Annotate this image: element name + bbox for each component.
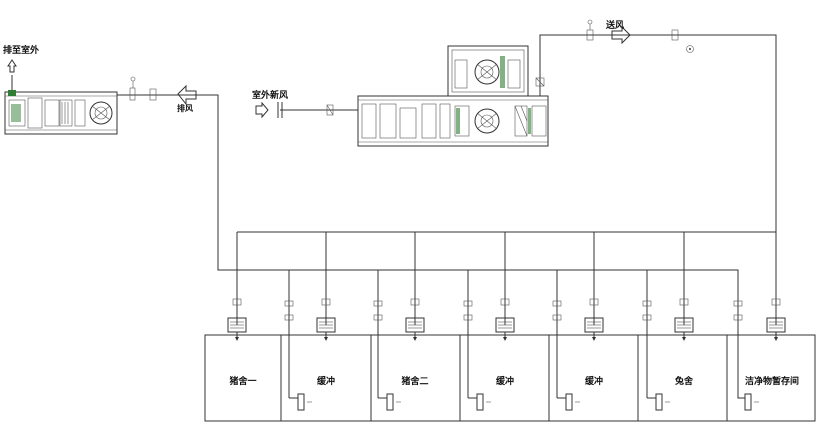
supply-diffusers <box>227 317 786 341</box>
return-branches <box>288 270 648 398</box>
room-label-pig2: 猪舍二 <box>400 375 428 387</box>
supply-air-duct <box>535 19 777 325</box>
room-label-buffer1: 缓冲 <box>317 375 335 387</box>
fresh-air-arrow-icon <box>255 101 269 119</box>
supply-dampers <box>232 298 781 306</box>
room-label-buffer2: 缓冲 <box>496 375 514 387</box>
return-air-label: 排风 <box>177 103 193 113</box>
fresh-air-intake-duct <box>277 102 358 118</box>
room-outline <box>204 334 816 422</box>
return-air-duct <box>117 76 739 325</box>
room-label-clean-storage: 洁净物暂存间 <box>745 375 799 387</box>
exhaust-outdoor-label: 排至室外 <box>3 44 39 56</box>
supply-air-arrow-icon <box>611 25 631 45</box>
room-label-buffer3: 缓冲 <box>585 375 603 387</box>
exhaust-air-handling-unit <box>4 90 118 135</box>
exhaust-outlet-arrow-icon <box>7 59 17 90</box>
supply-air-label: 送风 <box>605 19 624 31</box>
return-air-arrow-icon <box>177 84 197 106</box>
supply-header <box>236 231 776 325</box>
room-label-pig1: 猪舍一 <box>228 375 256 387</box>
return-grilles <box>289 325 759 411</box>
return-dampers <box>284 300 743 321</box>
room-label-rabbit: 兔舍 <box>674 375 694 387</box>
outdoor-fresh-air-label: 室外新风 <box>252 89 288 101</box>
supply-air-handling-unit <box>357 45 549 147</box>
